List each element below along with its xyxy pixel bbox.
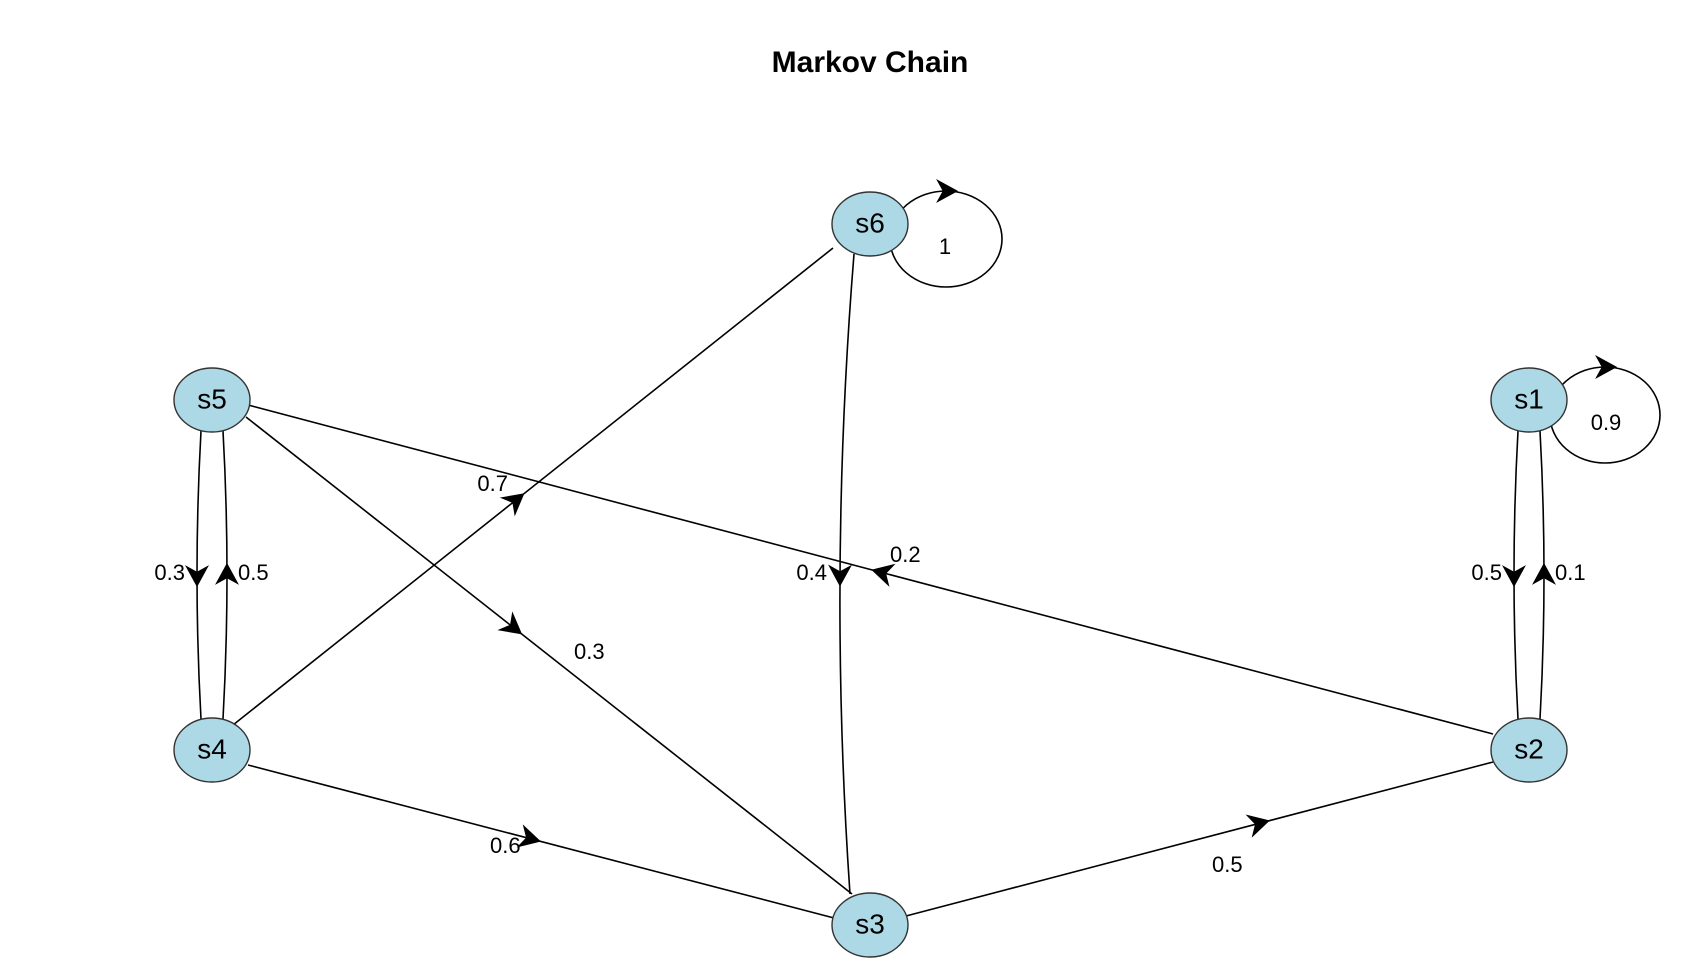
edge-s4-s3-arrow xyxy=(516,824,541,848)
edge-s2-s1-label: 0.1 xyxy=(1555,560,1586,585)
edge-s5-s4 xyxy=(185,430,209,720)
edge-labels-layer: 0.9 0.5 0.1 0.2 0.5 0.6 0.3 0.4 0.7 0.3 0.5 1 xyxy=(154,234,1621,877)
edge-s3-s2-label: 0.5 xyxy=(1212,852,1243,877)
node-s3-label: s3 xyxy=(855,908,885,939)
node-s1[interactable]: s1 xyxy=(1490,367,1568,433)
node-s6-shape xyxy=(831,191,909,257)
node-s1-shape xyxy=(1490,367,1568,433)
edge-s6-s6-arrow xyxy=(936,179,959,203)
node-s4-label: s4 xyxy=(197,733,227,764)
edge-s4-s6 xyxy=(232,247,834,726)
edge-s4-s6-arrow xyxy=(499,493,525,517)
edge-s4-s5-label: 0.5 xyxy=(238,560,269,585)
edge-s1-s1-label: 0.9 xyxy=(1591,410,1622,435)
edge-s2-s5-arrow xyxy=(871,563,896,587)
node-s2-label: s2 xyxy=(1514,733,1544,764)
edge-s5-s3-label: 0.3 xyxy=(574,639,605,664)
edge-s1-s2-arrow xyxy=(1502,565,1526,588)
edges-layer xyxy=(185,179,1661,919)
node-s6[interactable]: s6 xyxy=(831,191,909,257)
edge-s6-s3-arrow xyxy=(828,564,853,587)
edge-s5-s4-arrow xyxy=(185,565,209,588)
edge-s3-s2-arrow xyxy=(1245,814,1270,838)
edge-s5-s3 xyxy=(245,416,853,895)
node-s4[interactable]: s4 xyxy=(173,717,251,783)
node-s6-label: s6 xyxy=(855,207,885,238)
node-s4-shape xyxy=(173,717,251,783)
edge-s4-s5 xyxy=(215,430,239,720)
edge-s6-s3-label: 0.4 xyxy=(796,560,827,585)
edge-s3-s2-line xyxy=(905,761,1494,917)
node-s5[interactable]: s5 xyxy=(173,367,251,433)
edge-s1-s1-arrow xyxy=(1595,355,1618,379)
edge-s2-s5 xyxy=(247,404,1494,735)
edge-s2-s5-line xyxy=(247,404,1494,735)
edge-s4-s5-arrow xyxy=(215,562,239,585)
edge-s4-s3 xyxy=(247,764,835,919)
node-s3-shape xyxy=(831,892,909,958)
node-s1-label: s1 xyxy=(1514,383,1544,414)
edge-s2-s1 xyxy=(1532,430,1556,720)
edge-s2-s1-arrow xyxy=(1532,562,1556,585)
edge-s6-s6-label: 1 xyxy=(939,234,951,259)
node-s2[interactable]: s2 xyxy=(1490,717,1568,783)
edge-s4-s6-label: 0.7 xyxy=(477,471,508,496)
edge-s4-s6-line xyxy=(232,247,834,726)
diagram-title: Markov Chain xyxy=(772,46,969,79)
edge-s6-s3 xyxy=(828,253,855,895)
edge-s1-s2 xyxy=(1502,430,1526,720)
edge-s2-s5-label: 0.2 xyxy=(890,542,921,567)
edge-s5-s3-arrow xyxy=(497,611,523,635)
node-s3[interactable]: s3 xyxy=(831,892,909,958)
edge-s1-s2-label: 0.5 xyxy=(1471,560,1502,585)
nodes-layer: s1 s2 s3 s4 s5 s6 xyxy=(173,191,1568,958)
node-s5-label: s5 xyxy=(197,383,227,414)
node-s5-shape xyxy=(173,367,251,433)
edge-s5-s4-label: 0.3 xyxy=(154,560,185,585)
edge-s4-s3-label: 0.6 xyxy=(490,833,521,858)
edge-s5-s3-line xyxy=(245,416,853,895)
edge-s3-s2 xyxy=(905,761,1494,917)
edge-s4-s3-line xyxy=(247,764,835,919)
node-s2-shape xyxy=(1490,717,1568,783)
